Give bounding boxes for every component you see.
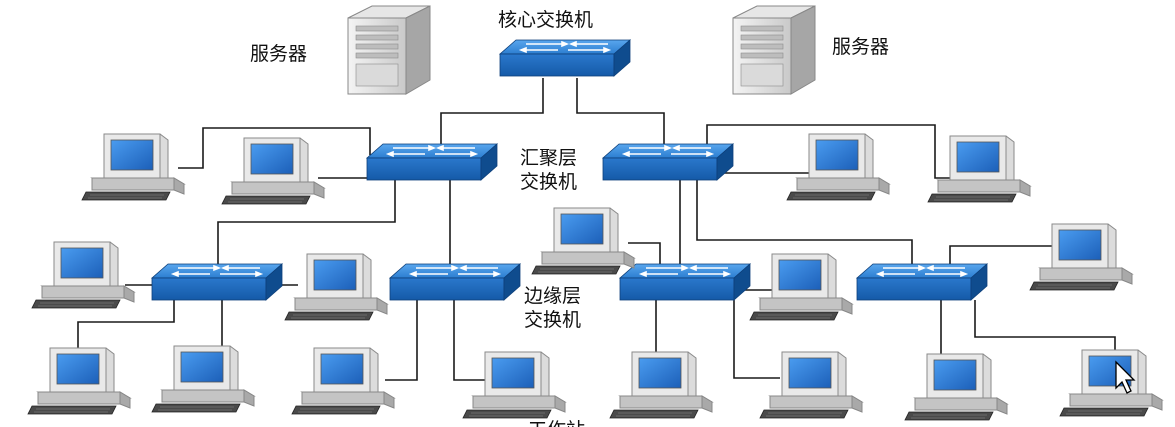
edge-switch-4-icon (856, 263, 988, 301)
aggregation-layer-label-line2: 交换机 (520, 171, 577, 193)
link-core-agg-left (440, 78, 544, 150)
workstation-icon (462, 351, 566, 419)
edge-switch-3-icon (619, 263, 751, 301)
mouse-cursor-icon (1115, 360, 1136, 394)
core-switch-icon (499, 39, 631, 77)
link-edge4-pc-c (974, 300, 1116, 355)
workstation-icon (151, 345, 255, 413)
workstation-icon (759, 351, 863, 419)
server-right-label: 服务器 (832, 36, 889, 58)
link-edge3-pc-a (628, 242, 661, 268)
server-left-label: 服务器 (250, 43, 307, 65)
aggregation-layer-label-line1: 汇聚层 (520, 147, 577, 169)
edge-switch-2-icon (389, 263, 521, 301)
aggregation-switch-right-icon (602, 143, 734, 181)
workstation-icon (927, 135, 1031, 203)
workstation-icon (291, 347, 395, 415)
bottom-cut-label: 工作站 (528, 419, 585, 427)
workstation-icon (31, 241, 135, 309)
link-agg-left-pc1 (178, 127, 371, 169)
link-agg-edge4 (696, 180, 913, 268)
server-right-icon (732, 5, 816, 95)
link-edge3-pc-c (733, 300, 780, 379)
workstation-icon (221, 137, 325, 205)
workstation-icon (27, 347, 131, 415)
link-agg-right-pc1 (706, 124, 958, 179)
connection-lines (77, 78, 1116, 381)
link-edge2-pc-b (453, 300, 490, 381)
workstation-icon (1029, 223, 1133, 291)
workstation-icon (81, 133, 185, 201)
workstation-icon (749, 253, 853, 321)
link-edge1-pc-b (77, 300, 175, 360)
workstation-icon (1059, 349, 1163, 417)
aggregation-switch-left-icon (366, 143, 498, 181)
workstation-icon (284, 253, 388, 321)
link-edge2-pc-a (385, 300, 418, 381)
link-agg-edge1 (217, 180, 396, 268)
edge-switch-1-icon (151, 263, 283, 301)
workstation-icon (904, 353, 1008, 421)
workstation-icon (609, 351, 713, 419)
workstation-icon (531, 207, 635, 275)
edge-layer-label-line1: 边缘层 (524, 285, 581, 307)
link-core-agg-right (576, 78, 665, 150)
workstation-icon (786, 133, 890, 201)
link-edge4-pc-a (949, 245, 1060, 270)
server-left-icon (347, 5, 431, 95)
edge-layer-label-line2: 交换机 (524, 309, 581, 331)
core-switch-label: 核心交换机 (498, 9, 593, 31)
